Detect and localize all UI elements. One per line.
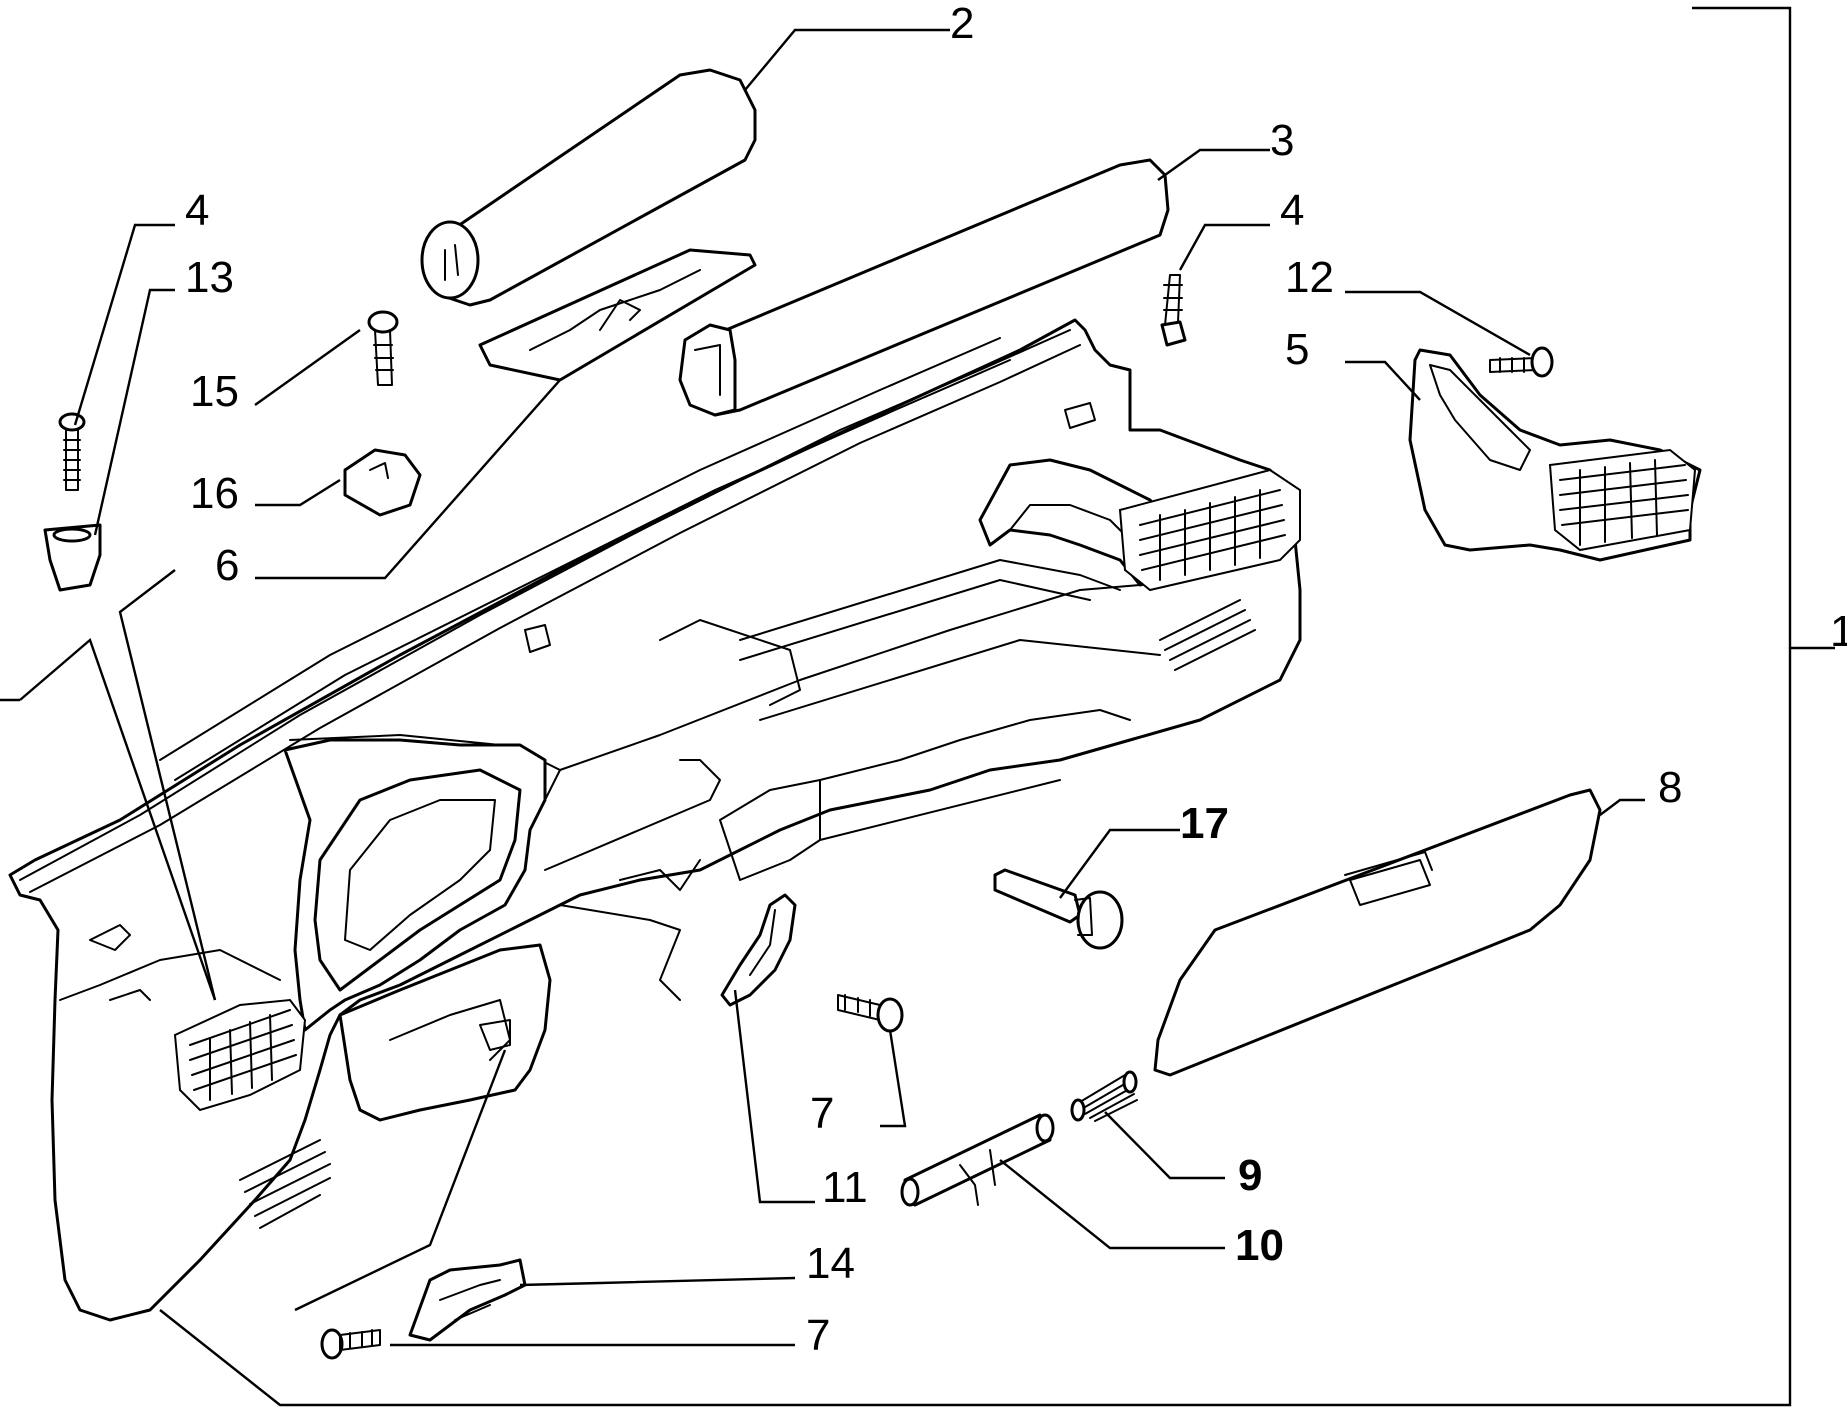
part-7-screw-lower bbox=[320, 1328, 381, 1360]
right-speaker-perforations bbox=[1159, 599, 1256, 671]
part-14-bracket bbox=[408, 1258, 527, 1342]
part-11-bracket bbox=[720, 893, 797, 1007]
label-8: 8 bbox=[1658, 763, 1682, 812]
steering-column-cutout bbox=[544, 759, 721, 1001]
leader-lines bbox=[0, 28, 1645, 1347]
dashboard-panel bbox=[8, 318, 1302, 1322]
part-12-screw bbox=[1489, 346, 1554, 378]
part-3-trim-roll bbox=[678, 158, 1170, 417]
label-14: 14 bbox=[806, 1239, 855, 1288]
label-5: 5 bbox=[1285, 325, 1309, 374]
label-4-right: 4 bbox=[1280, 186, 1304, 235]
part-8-glovebox-lid bbox=[1153, 788, 1602, 1077]
label-13: 13 bbox=[185, 253, 234, 302]
label-2: 2 bbox=[950, 0, 974, 48]
label-10: 10 bbox=[1235, 1221, 1284, 1270]
label-12: 12 bbox=[1285, 253, 1334, 302]
part-6-bracket bbox=[478, 248, 757, 382]
dash-right-vent bbox=[1118, 468, 1301, 592]
label-15: 15 bbox=[190, 367, 239, 416]
assembly-bracket bbox=[159, 6, 1835, 1407]
label-3: 3 bbox=[1270, 116, 1294, 165]
part-13-clip-nut bbox=[43, 523, 102, 592]
label-4-left: 4 bbox=[185, 186, 209, 235]
part-7-screw-upper bbox=[837, 994, 904, 1033]
label-17: 17 bbox=[1180, 799, 1229, 848]
part-10-rod bbox=[900, 1113, 1055, 1207]
instrument-cluster-hood bbox=[283, 738, 547, 1032]
callout-labels: 2 3 4 13 15 16 6 4 12 5 1 8 17 7 9 11 10… bbox=[185, 0, 1847, 1360]
label-7-upper: 7 bbox=[810, 1089, 834, 1138]
dash-left-vent bbox=[173, 998, 307, 1112]
part-16-cap bbox=[343, 448, 422, 517]
part-5-side-vent bbox=[1408, 348, 1702, 562]
label-6: 6 bbox=[215, 541, 239, 590]
part-2-upper-trim-roll bbox=[420, 68, 757, 307]
label-7-lower: 7 bbox=[806, 1311, 830, 1360]
glovebox-opening bbox=[719, 709, 1131, 881]
label-11: 11 bbox=[822, 1163, 868, 1212]
left-speaker-perforations bbox=[239, 1139, 331, 1229]
label-16: 16 bbox=[190, 469, 239, 518]
part-17-pin bbox=[993, 868, 1124, 950]
part-4-screw-right bbox=[1160, 274, 1187, 347]
part-9-spring bbox=[1070, 1070, 1138, 1122]
lower-knee-panel bbox=[338, 943, 552, 1122]
label-9: 9 bbox=[1238, 1151, 1262, 1200]
part-4-screw-left bbox=[58, 412, 86, 491]
part-15-screw bbox=[367, 310, 399, 386]
label-1: 1 bbox=[1830, 607, 1847, 656]
